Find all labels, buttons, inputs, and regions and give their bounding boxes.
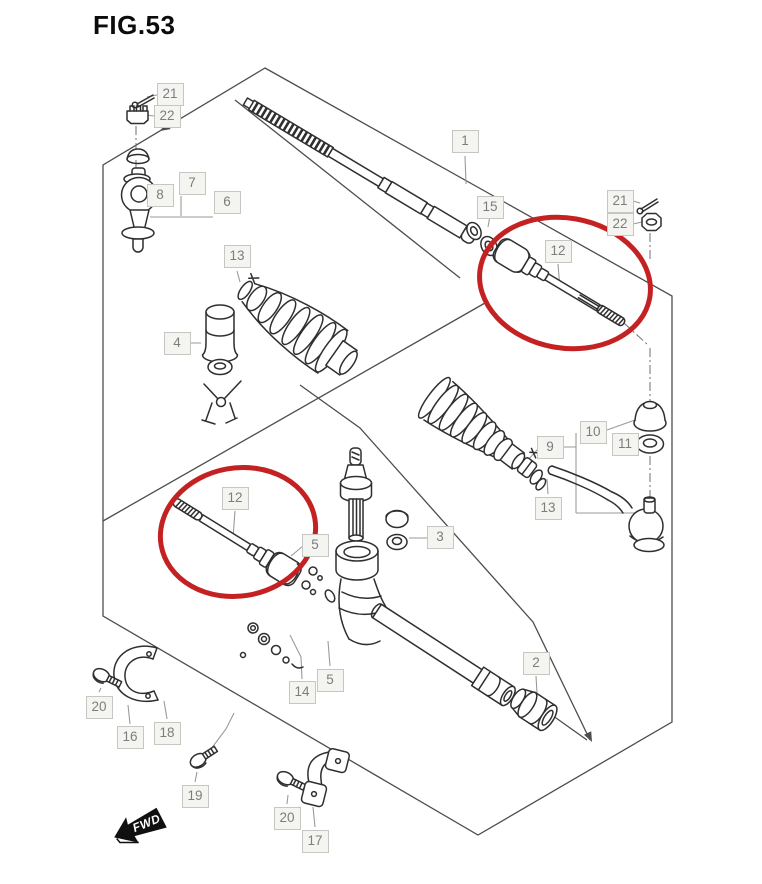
rack-tube-drawing <box>370 603 516 707</box>
part-label-18: 18 <box>153 721 181 745</box>
part-label-5: 5 <box>301 533 329 557</box>
lock-washer-detail <box>309 588 317 596</box>
part-label-5: 5 <box>316 668 344 692</box>
part-label-17: 17 <box>301 829 329 853</box>
bolt-20-left-drawing <box>92 667 123 688</box>
part-label-21: 21 <box>606 189 634 213</box>
figure-title: FIG.53 <box>93 10 176 40</box>
bracket-4-drawing <box>201 380 242 425</box>
part-label-21: 21 <box>156 82 184 106</box>
part-label-8: 8 <box>146 183 174 207</box>
bolt-20-mid-drawing <box>276 770 307 791</box>
part-label-13: 13 <box>223 244 251 268</box>
part-label-6: 6 <box>213 190 241 214</box>
part-label-16: 16 <box>116 725 144 749</box>
dust-cover-10-drawing <box>633 400 667 432</box>
part-label-1: 1 <box>451 129 479 153</box>
part-label-2: 2 <box>522 651 550 675</box>
part-label-7: 7 <box>178 171 206 195</box>
cotter-pin-right-drawing <box>636 198 659 215</box>
part-3-drawing <box>385 509 409 551</box>
part-label-12: 12 <box>221 486 249 510</box>
right-boot-drawing <box>417 376 547 491</box>
part-label-20: 20 <box>85 695 113 719</box>
highlight-upper-inner-tie-rod <box>477 214 653 352</box>
bushing-2-drawing <box>510 688 558 732</box>
ring-11-drawing <box>635 434 665 454</box>
washer-cluster-drawing <box>239 622 304 669</box>
housing-drawing <box>308 540 390 646</box>
left-boot-drawing <box>237 272 358 376</box>
construction-lines <box>102 99 592 742</box>
highlight-lower-inner-tie-rod <box>157 465 319 599</box>
part-label-14: 14 <box>288 680 316 704</box>
outer-tie-rod-drawing <box>547 465 665 553</box>
part-label-22: 22 <box>606 212 634 236</box>
part-label-4: 4 <box>163 331 191 355</box>
part-label-13: 13 <box>534 496 562 520</box>
part-label-9: 9 <box>536 435 564 459</box>
part-label-10: 10 <box>579 420 607 444</box>
clamp-bracket-16-18-drawing <box>113 645 159 702</box>
leader-lines <box>98 94 646 828</box>
part-label-3: 3 <box>426 525 454 549</box>
mount-bushing-4-drawing <box>201 304 239 376</box>
part-label-22: 22 <box>153 104 181 128</box>
upper-inner-tie-rod-drawing <box>492 238 626 327</box>
part-label-20: 20 <box>273 806 301 830</box>
clamp-17-drawing <box>300 747 350 808</box>
lock-washer-detail <box>301 580 311 590</box>
red-highlights <box>157 214 653 599</box>
fwd-arrow: FWD <box>114 807 167 844</box>
part-label-15: 15 <box>476 195 504 219</box>
part-label-19: 19 <box>181 784 209 808</box>
dust-seal-cap-drawing <box>126 148 150 165</box>
castle-nut-right-drawing <box>641 212 662 232</box>
left-tie-rod-end-drawing <box>120 167 158 253</box>
bolt-19-drawing <box>189 745 219 769</box>
pinion-shaft-drawing <box>339 447 373 542</box>
part-label-12: 12 <box>544 239 572 263</box>
rack-bar-drawing <box>242 97 478 244</box>
part-label-11: 11 <box>611 432 639 456</box>
castle-nut-left-drawing <box>126 105 149 125</box>
